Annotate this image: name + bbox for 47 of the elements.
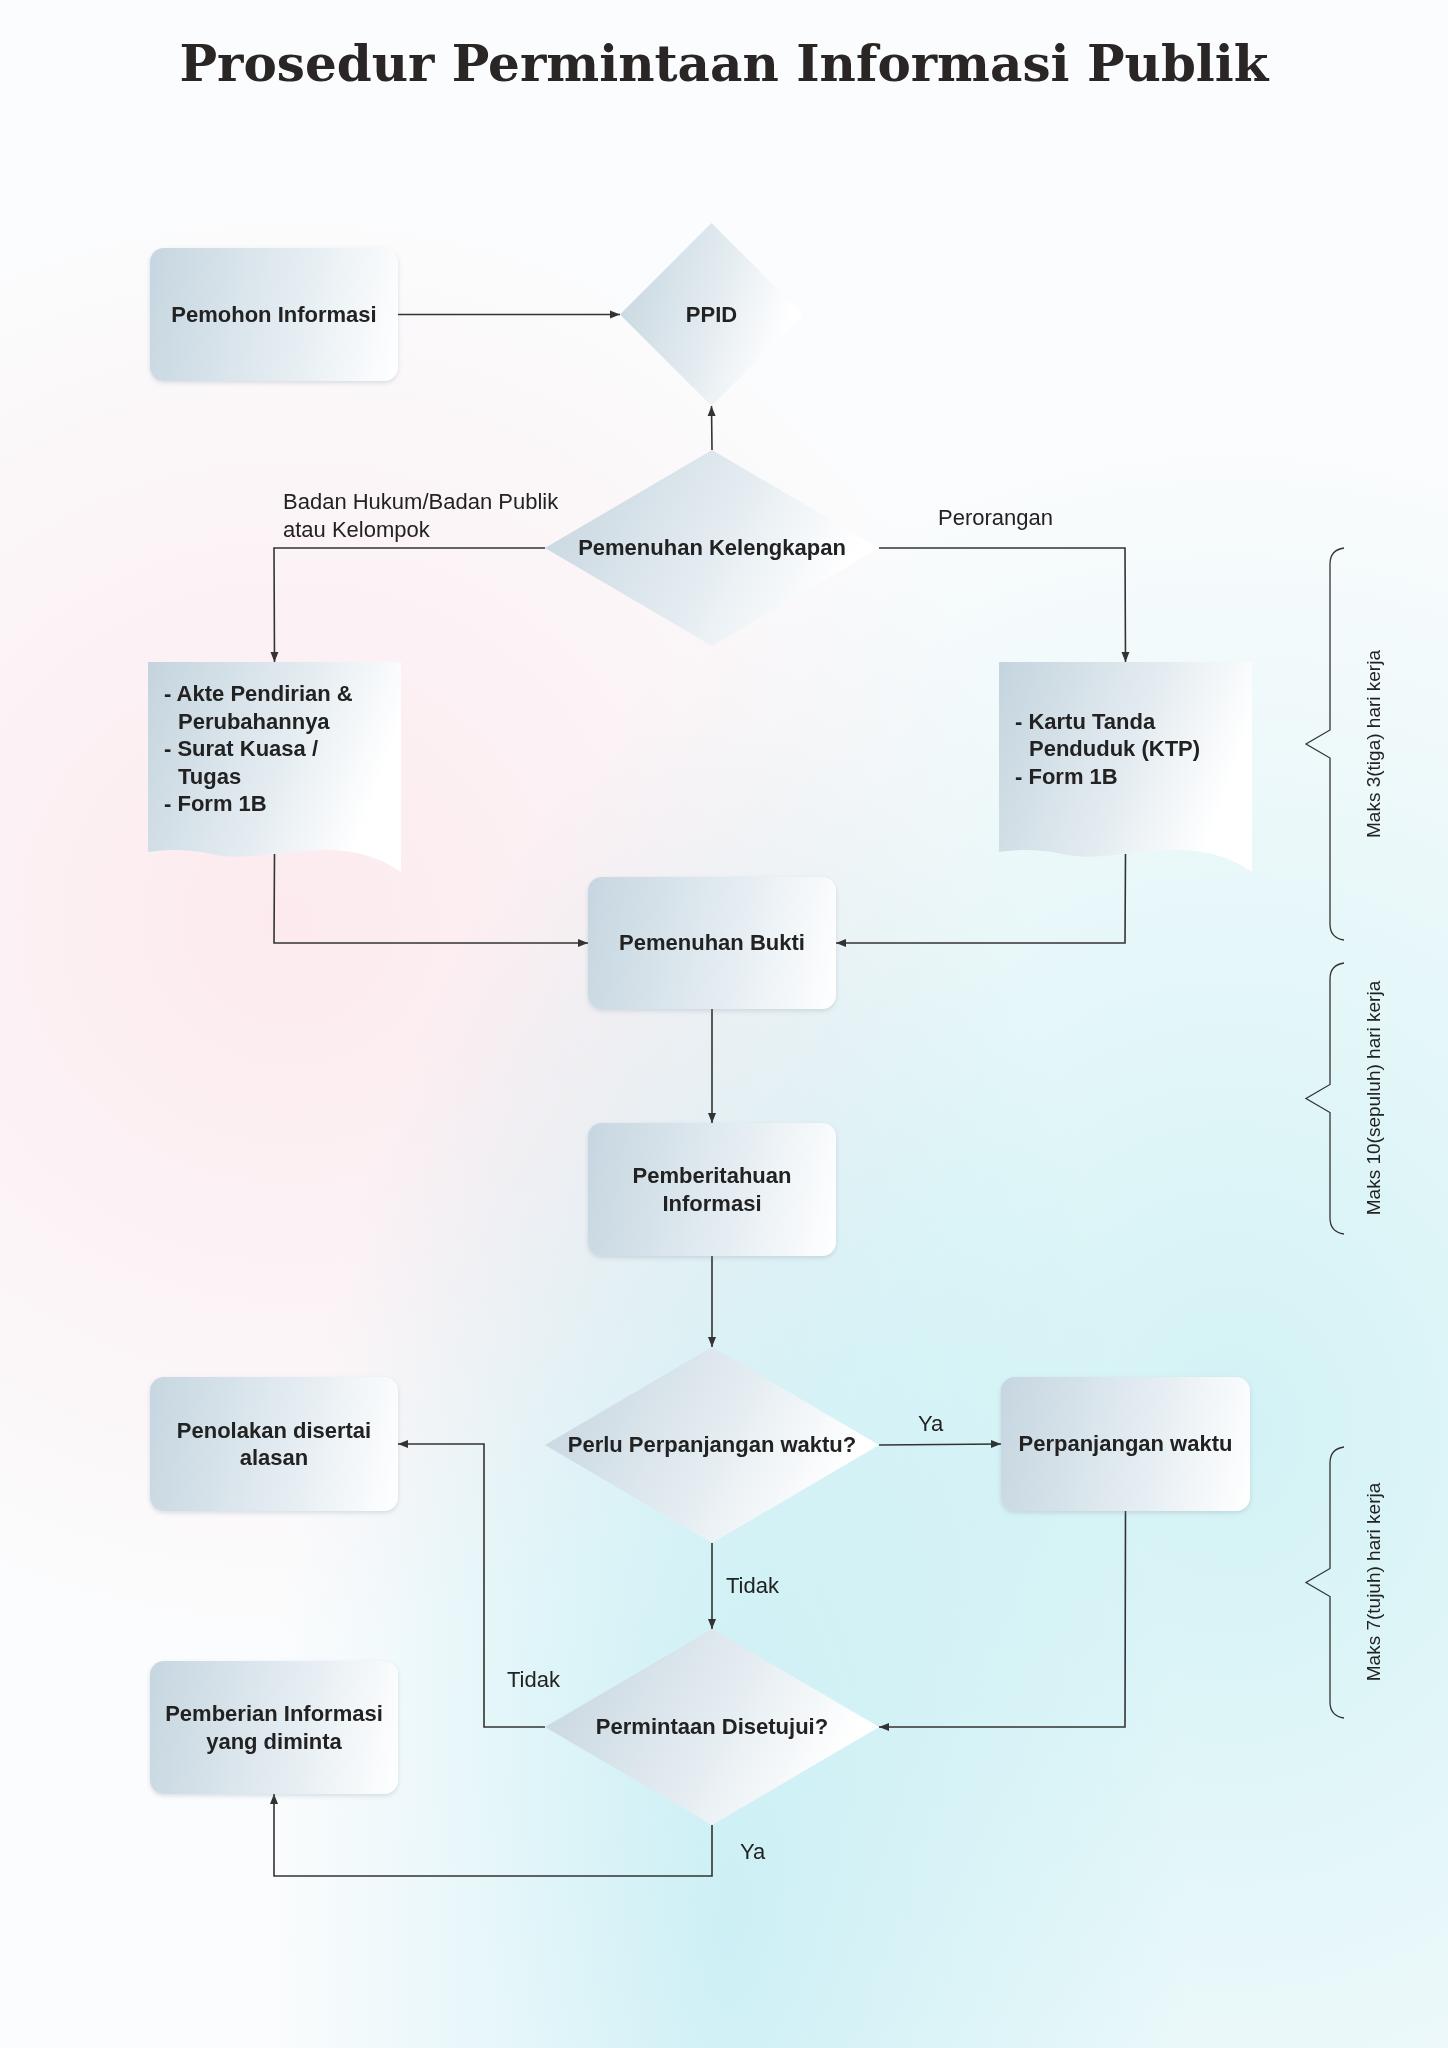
node-label: Permintaan Disetujui? (595, 1713, 829, 1741)
arrow (707, 405, 716, 451)
node-label: Penolakan disertai alasan (175, 1416, 373, 1472)
edge-label: Ya (740, 1838, 767, 1866)
process-box (150, 248, 398, 381)
node-label: - Surat Kuasa / Tugas (164, 735, 320, 791)
edge-label: Tidak (726, 1572, 780, 1600)
arrow (835, 853, 1127, 947)
arrow (397, 310, 621, 319)
arrow (878, 1510, 1127, 1731)
node-label: - Akte Pendirian & Perubahannya (164, 680, 354, 736)
process-box (150, 1661, 398, 1794)
arrow (270, 1793, 713, 1877)
arrow (270, 547, 546, 663)
document-shape (999, 662, 1252, 872)
node-label: - Form 1B (1015, 762, 1119, 791)
duration-note: Maks 10(sepuluh) hari kerja (1363, 980, 1385, 1216)
node-label: Pemohon Informasi (171, 300, 377, 329)
arrow (708, 1008, 716, 1124)
node-label: Pemenuhan Bukti (619, 929, 805, 957)
arrow (878, 547, 1130, 663)
arrow (708, 1542, 716, 1630)
title: Prosedur Permintaan Informasi Publik (178, 34, 1271, 93)
node-label: - Kartu Tanda Penduduk (KTP) (1015, 707, 1202, 763)
node-label: Pemberian Informasi yang diminta (164, 1700, 384, 1755)
decision-diamond (545, 1347, 879, 1543)
process-box (1001, 1377, 1250, 1511)
edge-label: Ya (918, 1410, 945, 1438)
node-label: Pemberitahuan Informasi (631, 1162, 793, 1217)
duration-note: Maks 3(tiga) hari kerja (1363, 650, 1385, 838)
duration-note: Maks 7(tujuh) hari kerja (1363, 1482, 1385, 1682)
arrow (708, 1255, 716, 1348)
node-label: Perpanjangan waktu (1018, 1430, 1233, 1458)
process-box (588, 877, 836, 1009)
document-shape (148, 662, 401, 872)
node-label: PPID (685, 300, 738, 329)
process-box (150, 1377, 398, 1511)
edge-label: Tidak (507, 1666, 561, 1694)
arrow (397, 1440, 546, 1728)
process-box (588, 1123, 836, 1256)
arrow (273, 853, 589, 947)
node-label: Perlu Perpanjangan waktu? (567, 1431, 857, 1459)
node-label: Pemenuhan Kelengkapan (578, 534, 846, 562)
edge-label: Badan Hukum/Badan Publik atau Kelompok (283, 488, 560, 543)
arrow (878, 1440, 1002, 1449)
edge-label: Perorangan (938, 504, 1054, 532)
node-label: - Form 1B (164, 790, 268, 818)
